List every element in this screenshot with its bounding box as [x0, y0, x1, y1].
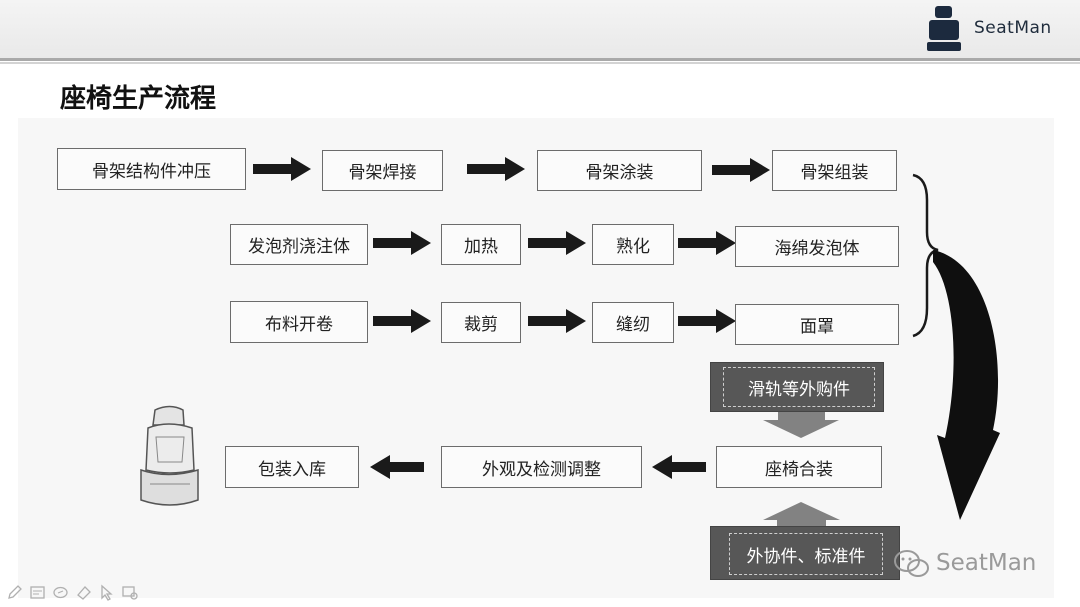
process-step: 发泡剂浇注体: [230, 224, 368, 265]
process-step: 布料开卷: [230, 301, 368, 343]
screen-icon[interactable]: [121, 584, 138, 601]
flow-arrow-left: [652, 455, 706, 479]
slides-icon[interactable]: [29, 584, 46, 601]
eraser-icon[interactable]: [75, 584, 92, 601]
flow-arrow: [373, 309, 431, 333]
highlighter-icon[interactable]: [52, 584, 69, 601]
seat-assembly-step: 座椅合装: [716, 446, 882, 488]
process-step: 加热: [441, 224, 521, 265]
process-step: 骨架焊接: [322, 150, 443, 191]
process-step: 面罩: [735, 304, 899, 345]
process-step: 缝纫: [592, 302, 674, 343]
flow-arrow: [253, 157, 311, 181]
flow-arrow: [528, 309, 586, 333]
gray-up-arrow: [763, 502, 840, 528]
outsourced-parts-label: 外协件、标准件: [729, 533, 883, 575]
gray-down-arrow: [763, 412, 839, 438]
process-step: 裁剪: [441, 302, 521, 343]
wechat-icon: [892, 548, 932, 580]
purchased-parts-label: 滑轨等外购件: [723, 367, 875, 407]
flow-arrow: [678, 231, 736, 255]
process-step: 骨架涂装: [537, 150, 702, 191]
process-step: 骨架结构件冲压: [57, 148, 246, 190]
process-step: 熟化: [592, 224, 674, 265]
purchased-parts-box: 滑轨等外购件: [710, 362, 884, 412]
flow-arrow: [373, 231, 431, 255]
process-step: 海绵发泡体: [735, 226, 899, 267]
pointer-icon[interactable]: [98, 584, 115, 601]
process-step: 骨架组装: [772, 150, 897, 191]
flow-arrow: [528, 231, 586, 255]
seat-illustration-icon: [141, 407, 198, 506]
flow-arrow: [712, 158, 770, 182]
flow-arrow-left: [370, 455, 424, 479]
flow-arrow: [678, 309, 736, 333]
watermark-text: SeatMan: [936, 550, 1036, 576]
outsourced-parts-box: 外协件、标准件: [710, 526, 900, 580]
packaging-step: 包装入库: [225, 446, 359, 488]
pen-icon[interactable]: [6, 584, 23, 601]
watermark: SeatMan: [892, 548, 1052, 580]
inspection-step: 外观及检测调整: [441, 446, 642, 488]
flow-arrow: [467, 157, 525, 181]
presentation-toolbar: [6, 582, 138, 602]
curved-flow-arrow: [933, 250, 1000, 520]
